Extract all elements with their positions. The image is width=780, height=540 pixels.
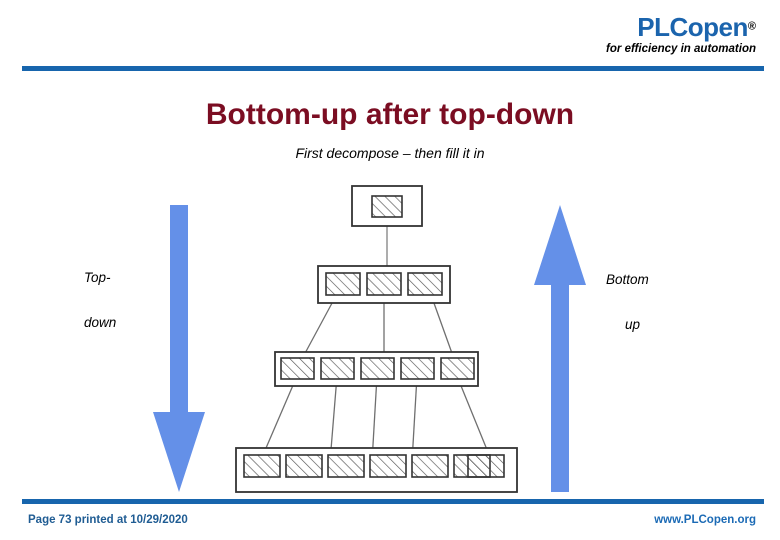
page-subtitle: First decompose – then fill it in xyxy=(295,145,485,161)
diagram-row-level-3 xyxy=(274,351,479,387)
hatched-block xyxy=(366,272,402,296)
hatched-block xyxy=(411,454,449,478)
hatched-block xyxy=(325,272,361,296)
label-bottom: Bottom xyxy=(606,272,649,287)
diagram-row-level-4 xyxy=(235,447,518,493)
hatched-block xyxy=(400,357,435,380)
label-down: down xyxy=(84,315,117,330)
bottom-up-arrow xyxy=(534,205,586,492)
page-title: Bottom-up after top-down xyxy=(205,98,575,131)
header-divider xyxy=(22,66,764,71)
diagram-row-level-2 xyxy=(317,265,451,304)
hatched-block xyxy=(467,454,505,478)
hatched-block xyxy=(407,272,443,296)
brand-tagline: for efficiency in automation xyxy=(606,43,756,55)
hatched-block xyxy=(243,454,281,478)
label-up: up xyxy=(625,317,641,332)
hatched-block xyxy=(360,357,395,380)
hatched-block xyxy=(369,454,407,478)
label-top: Top- xyxy=(84,270,111,285)
brand-name-row: PLCopen® xyxy=(606,14,756,40)
plcopen-logo: PLCopen® for efficiency in automation xyxy=(606,14,756,56)
brand-name: PLCopen xyxy=(637,12,748,42)
hatched-block xyxy=(320,357,355,380)
hatched-block xyxy=(440,357,475,380)
diagram-row-level-1 xyxy=(351,185,423,227)
footer-divider xyxy=(22,499,764,504)
footer-website-link[interactable]: www.PLCopen.org xyxy=(654,514,756,526)
hatched-block xyxy=(280,357,315,380)
hatched-block xyxy=(327,454,365,478)
footer-page-info: Page 73 printed at 10/29/2020 xyxy=(28,514,188,526)
registered-mark-icon: ® xyxy=(747,20,756,33)
top-down-arrow xyxy=(153,205,205,492)
hatched-block xyxy=(285,454,323,478)
hatched-block xyxy=(371,195,403,218)
